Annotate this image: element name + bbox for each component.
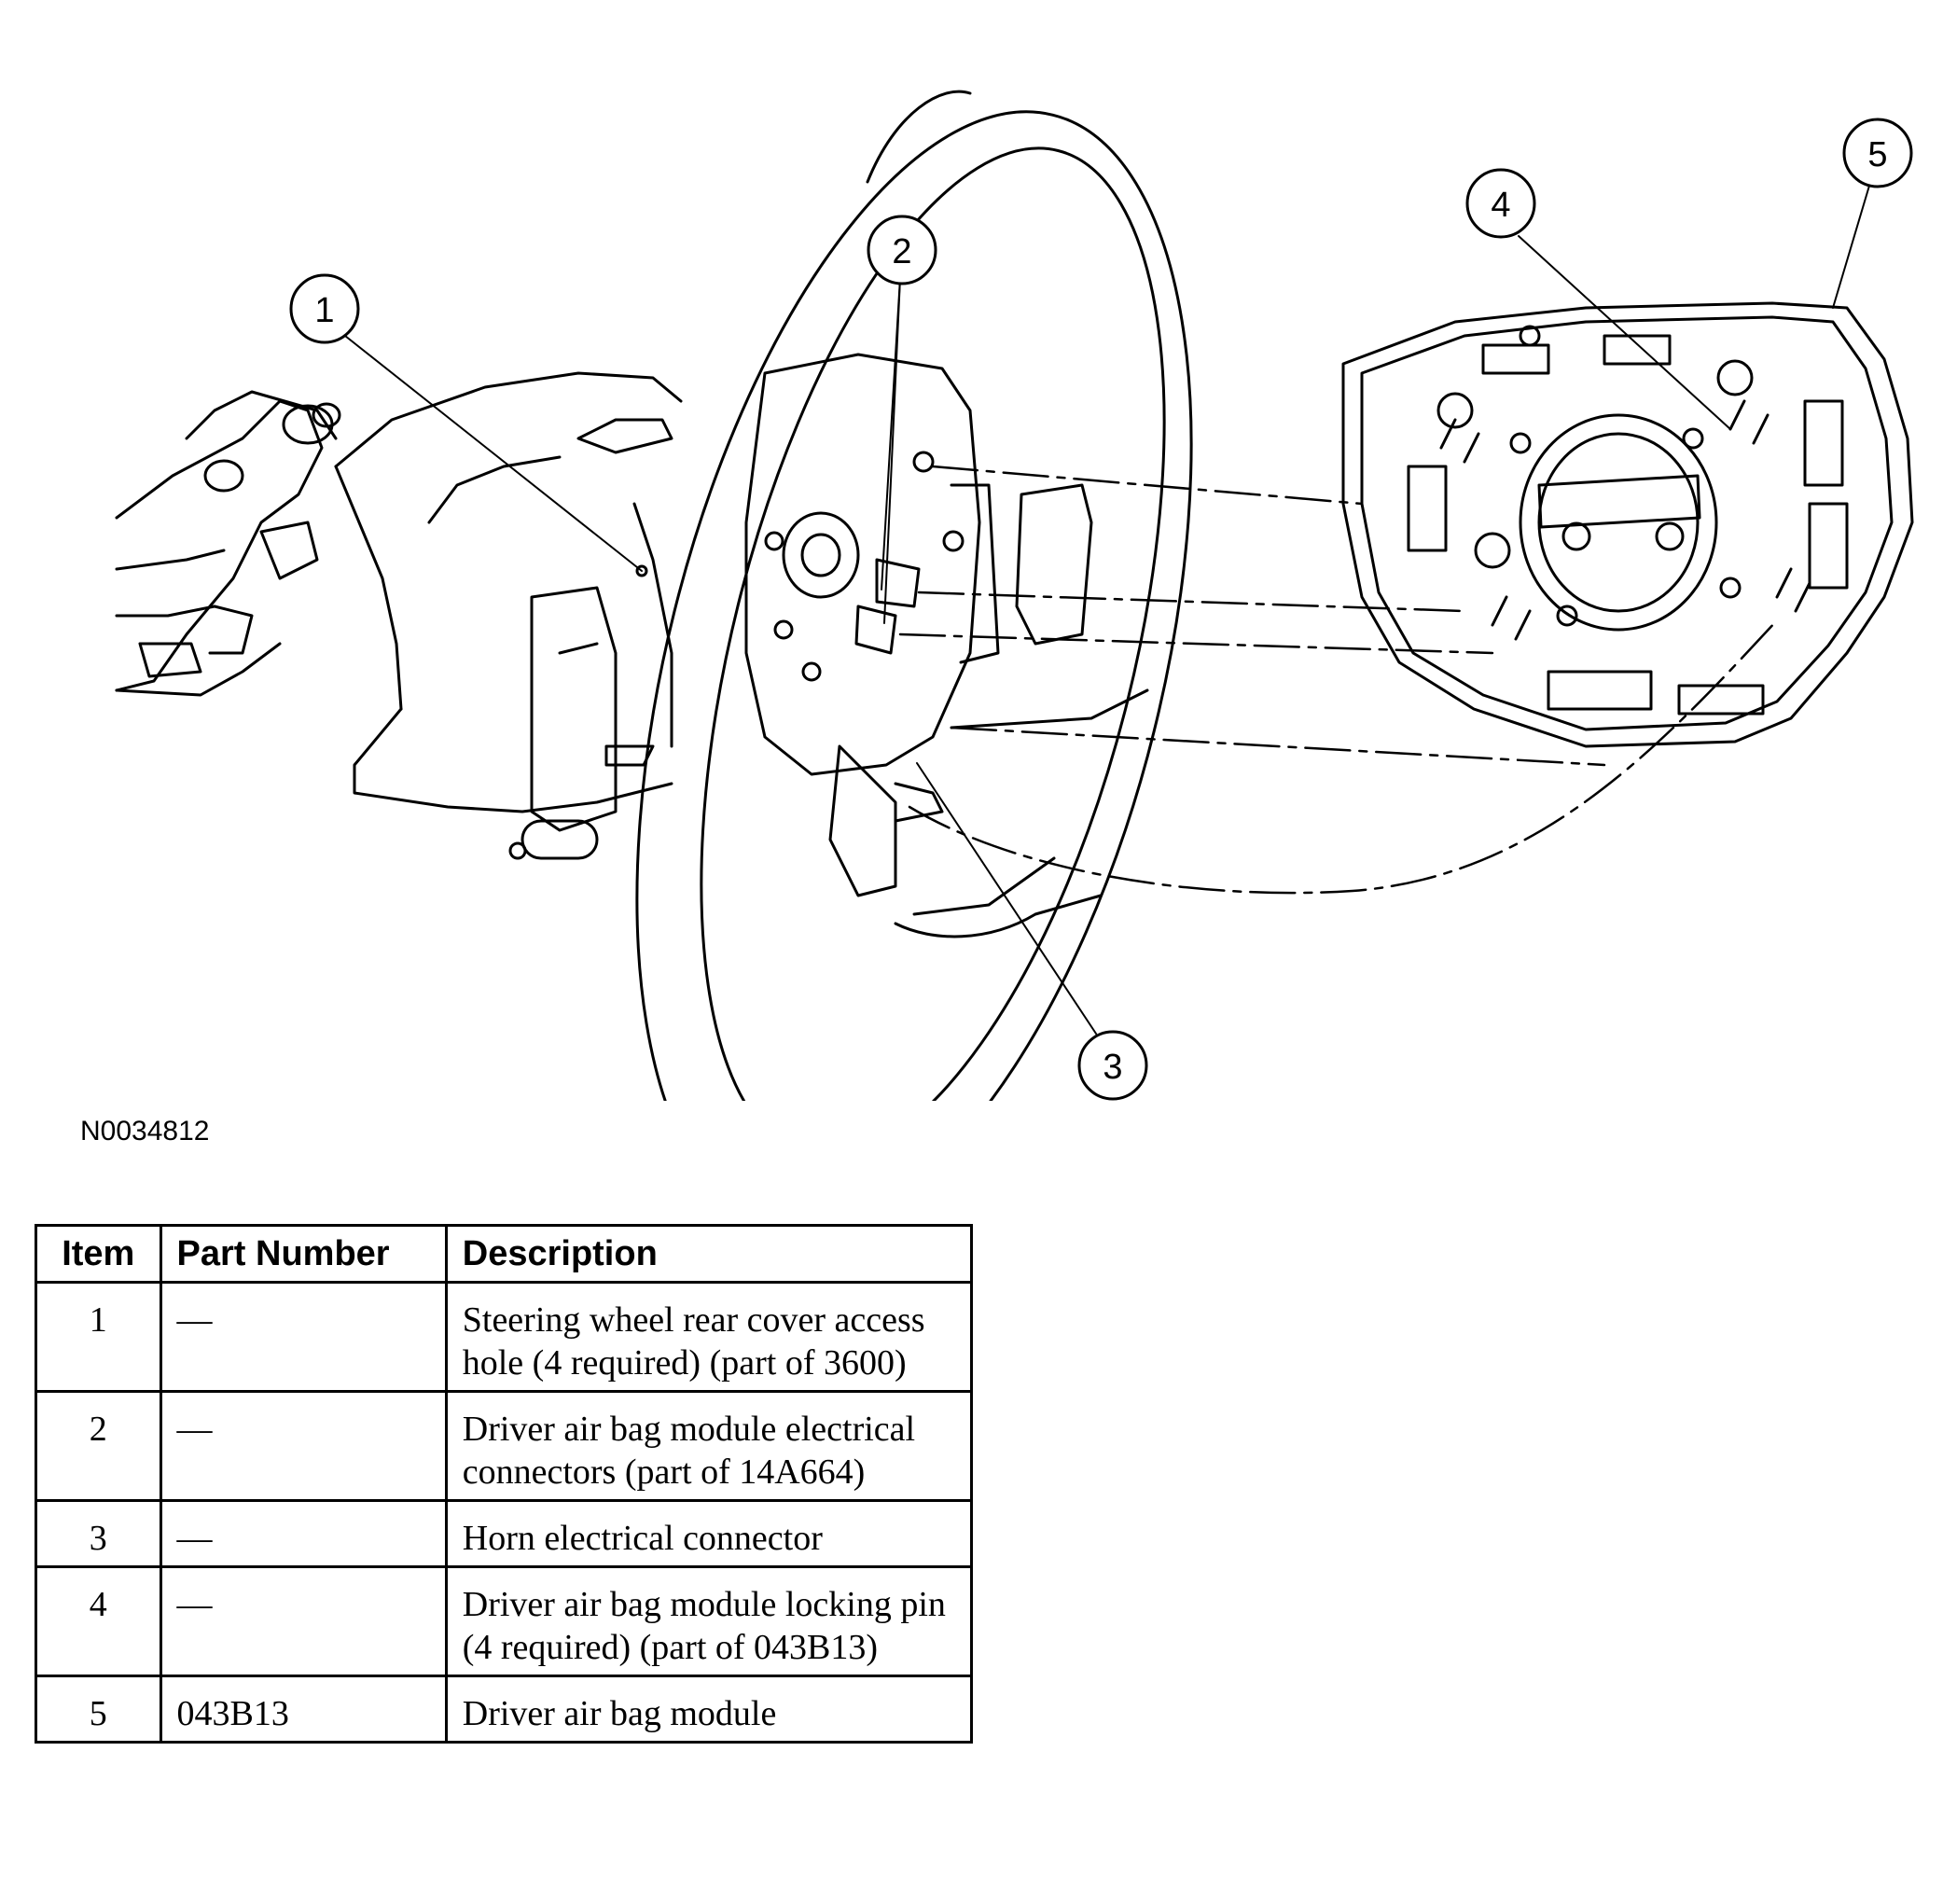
cell-item: 5 bbox=[35, 1675, 162, 1744]
callout-3: 3 bbox=[1077, 1030, 1148, 1101]
cell-description: Driver air bag module locking pin (4 req… bbox=[444, 1565, 974, 1677]
cell-part-number: — bbox=[159, 1565, 448, 1677]
exploded-view-illustration: 1 2 3 4 5 bbox=[115, 90, 1914, 1101]
cell-part-number: — bbox=[159, 1499, 448, 1568]
svg-text:1: 1 bbox=[314, 291, 334, 330]
table-header-row: Item Part Number Description bbox=[35, 1224, 974, 1284]
steering-wheel-hub bbox=[744, 353, 1093, 897]
table-row: 5 043B13 Driver air bag module bbox=[35, 1675, 974, 1744]
steering-wheel bbox=[635, 90, 1193, 1101]
svg-text:3: 3 bbox=[1103, 1048, 1122, 1087]
table-row: 2 — Driver air bag module electrical con… bbox=[35, 1390, 974, 1502]
cell-item: 2 bbox=[35, 1390, 162, 1502]
header-item: Item bbox=[35, 1224, 162, 1284]
cell-description: Driver air bag module electrical connect… bbox=[444, 1390, 974, 1502]
parts-table: Item Part Number Description 1 — Steerin… bbox=[35, 1224, 974, 1744]
cell-item: 3 bbox=[35, 1499, 162, 1568]
cell-part-number: 043B13 bbox=[159, 1675, 448, 1744]
table-row: 3 — Horn electrical connector bbox=[35, 1499, 974, 1568]
leader-lines bbox=[344, 185, 1870, 1035]
cell-item: 4 bbox=[35, 1565, 162, 1677]
steering-column bbox=[115, 390, 341, 697]
figure-id: N0034812 bbox=[80, 1116, 210, 1147]
table-row: 1 — Steering wheel rear cover access hol… bbox=[35, 1281, 974, 1393]
cell-description: Driver air bag module bbox=[444, 1675, 974, 1744]
callout-5: 5 bbox=[1842, 118, 1913, 188]
cell-part-number: — bbox=[159, 1390, 448, 1502]
callout-1: 1 bbox=[289, 273, 360, 344]
header-part-number: Part Number bbox=[159, 1224, 448, 1284]
cell-description: Steering wheel rear cover access hole (4… bbox=[444, 1281, 974, 1393]
svg-text:4: 4 bbox=[1491, 186, 1510, 225]
alignment-lines bbox=[898, 465, 1779, 895]
svg-text:2: 2 bbox=[892, 232, 911, 271]
svg-text:5: 5 bbox=[1867, 135, 1887, 174]
column-shroud bbox=[334, 371, 683, 860]
callout-2: 2 bbox=[867, 215, 937, 285]
cell-description: Horn electrical connector bbox=[444, 1499, 974, 1568]
cell-part-number: — bbox=[159, 1281, 448, 1393]
air-bag-module bbox=[1341, 301, 1914, 748]
callout-4: 4 bbox=[1465, 168, 1536, 239]
cell-item: 1 bbox=[35, 1281, 162, 1393]
table-row: 4 — Driver air bag module locking pin (4… bbox=[35, 1565, 974, 1677]
header-description: Description bbox=[444, 1224, 974, 1284]
